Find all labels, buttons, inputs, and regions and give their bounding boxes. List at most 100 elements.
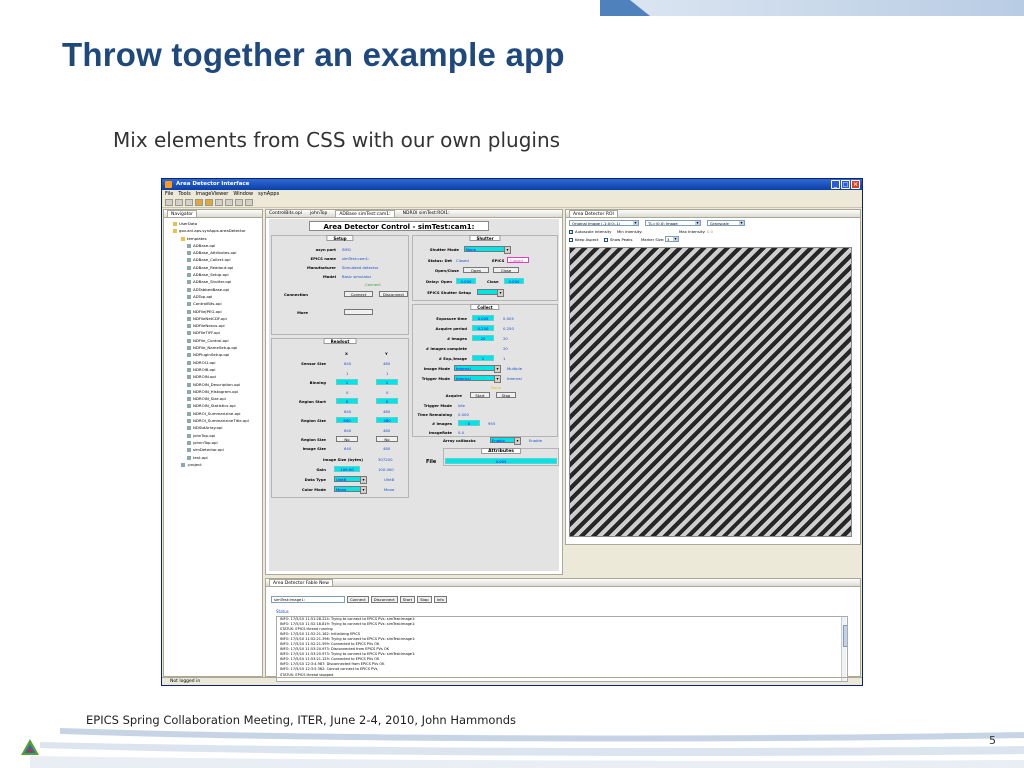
reverse-x-button[interactable]: No: [336, 436, 358, 442]
tree-item[interactable]: NDROIN_Size.opi: [167, 395, 259, 402]
num-images-input[interactable]: 20: [472, 335, 494, 341]
info-button[interactable]: Info: [433, 596, 447, 603]
menu-tools[interactable]: Tools: [178, 191, 191, 197]
tree-item[interactable]: NDROI1.opi: [167, 359, 259, 366]
tree-item[interactable]: ADBase_Attributes.opi: [167, 249, 259, 256]
tree-item[interactable]: test.opi: [167, 454, 259, 461]
toolbar-new-icon[interactable]: [165, 199, 173, 206]
tree-item[interactable]: NDFile_Control.opi: [167, 337, 259, 344]
tree-item[interactable]: templates: [167, 235, 259, 242]
more-menu-button[interactable]: [344, 309, 373, 315]
connect-button[interactable]: Connect: [347, 596, 369, 603]
color-map-select[interactable]: Grayscale: [707, 220, 745, 226]
tree-item[interactable]: NDPluginSetup.opi: [167, 351, 259, 358]
binning-x-input[interactable]: 1: [336, 379, 358, 385]
tree-item[interactable]: gov.anl.aps.synApps.areaDetector: [167, 227, 259, 234]
show-peaks-checkbox[interactable]: Show Peaks: [604, 237, 632, 242]
disconnect-button[interactable]: Disconnect: [379, 291, 408, 297]
exp-image-input[interactable]: 1: [472, 355, 494, 361]
keep-aspect-checkbox[interactable]: Keep Aspect: [569, 237, 599, 242]
acquire-start-button[interactable]: Start: [470, 392, 490, 398]
connect-button[interactable]: Connect: [344, 291, 373, 297]
tab-opi[interactable]: johnTop: [310, 211, 328, 216]
tree-item[interactable]: NDROIN_Description.opi: [167, 381, 259, 388]
maximize-icon[interactable]: □: [841, 180, 850, 189]
toolbar-save-icon[interactable]: [175, 199, 183, 206]
shutter-open-button[interactable]: Open: [463, 267, 489, 273]
tree-item[interactable]: ControlBits.opi: [167, 300, 259, 307]
toolbar-print-icon[interactable]: [185, 199, 193, 206]
tab-console[interactable]: Area Detector Fable New: [269, 579, 333, 586]
image-transform-select[interactable]: TL=(0,0) Image: [645, 220, 701, 226]
pv-prefix-input[interactable]: simTest:image1:: [271, 596, 345, 603]
tree-item[interactable]: NDFileTIFF.opi: [167, 329, 259, 336]
delay-close-input[interactable]: 0.000: [504, 278, 524, 284]
tree-item[interactable]: johnnTop.opi: [167, 439, 259, 446]
region-start-y-input[interactable]: 0: [376, 398, 398, 404]
max-intensity-value[interactable]: 0.0: [707, 229, 714, 234]
tree-item[interactable]: NDROIN_Histogram.opi: [167, 388, 259, 395]
acquire-period-input[interactable]: 0.250: [472, 325, 494, 331]
close-icon[interactable]: ×: [851, 180, 860, 189]
color-mode-select[interactable]: Mono: [334, 486, 367, 494]
tree-item[interactable]: ADTop.opi: [167, 293, 259, 300]
toolbar-run-icon[interactable]: [195, 199, 203, 206]
toolbar-forward-icon[interactable]: [225, 199, 233, 206]
toolbar-back-icon[interactable]: [215, 199, 223, 206]
delay-open-input[interactable]: 0.000: [456, 278, 476, 284]
tree-item[interactable]: NDROIN.opi: [167, 373, 259, 380]
tree-item[interactable]: NDFileNetCDF.opi: [167, 315, 259, 322]
image-source-select[interactable]: Original Image (-1:0:0:-1): [569, 220, 639, 226]
binning-y-input[interactable]: 1: [376, 379, 398, 385]
console-scrollbar[interactable]: [841, 617, 847, 681]
gain-input[interactable]: 100.00: [334, 466, 360, 472]
minimize-icon[interactable]: _: [831, 180, 840, 189]
tree-item[interactable]: NDROI8.opi: [167, 366, 259, 373]
region-start-x-input[interactable]: 0: [336, 398, 358, 404]
tree-item[interactable]: ADBase_Setup.opi: [167, 271, 259, 278]
tree-item[interactable]: NDROI_SummarizineTitle.opi: [167, 417, 259, 424]
start-button[interactable]: Start: [399, 596, 416, 603]
tree-item[interactable]: ADTabbedBase.opi: [167, 286, 259, 293]
tree-item[interactable]: NDFile_NameSetup.opi: [167, 344, 259, 351]
tree-item[interactable]: simDetector.opi: [167, 446, 259, 453]
stop-button[interactable]: Stop: [417, 596, 432, 603]
toolbar-zoom-icon[interactable]: [245, 199, 253, 206]
tree-item[interactable]: NDFileNexus.opi: [167, 322, 259, 329]
trigger-mode-select[interactable]: Internal: [454, 375, 501, 383]
tab-opi[interactable]: ADBase simTest:cam1:: [335, 210, 395, 217]
tab-area-detector-roi[interactable]: Area Detector ROI: [569, 210, 618, 217]
tree-item[interactable]: ADBase_Collect.opi: [167, 256, 259, 263]
shutter-mode-select[interactable]: None: [464, 246, 511, 254]
tree-item[interactable]: NDFileJPEG.opi: [167, 308, 259, 315]
menu-synapps[interactable]: synApps: [258, 191, 280, 197]
region-size-x-input[interactable]: 640: [336, 417, 358, 423]
tree-item[interactable]: NDROI_Summarizine.opi: [167, 410, 259, 417]
tab-opi[interactable]: NDROI simTest:ROI1:: [402, 211, 450, 216]
image-mode-select[interactable]: Internal: [454, 365, 501, 373]
region-size-y-input[interactable]: 480: [376, 417, 398, 423]
menu-window[interactable]: Window: [233, 191, 254, 197]
data-type-select[interactable]: UInt8: [334, 476, 367, 484]
autoscale-checkbox[interactable]: Autoscale Intensity: [569, 229, 611, 234]
exposure-input[interactable]: 0.005: [472, 315, 494, 321]
array-callbacks-select[interactable]: Enable: [490, 437, 521, 445]
tab-opi[interactable]: ControlBits.opi: [269, 211, 303, 216]
toolbar-refresh-icon[interactable]: [235, 199, 243, 206]
image-counter-input[interactable]: 0: [458, 420, 480, 426]
toolbar-edit-icon[interactable]: [205, 199, 213, 206]
detector-image[interactable]: [569, 247, 852, 537]
tree-item[interactable]: johnTop.opi: [167, 432, 259, 439]
reverse-y-button[interactable]: No: [376, 436, 398, 442]
tab-navigator[interactable]: Navigator: [167, 210, 198, 217]
epics-shutter-setup-menu[interactable]: [477, 289, 504, 297]
tree-item[interactable]: UserData: [167, 220, 259, 227]
tree-item[interactable]: .project: [167, 461, 259, 468]
menu-file[interactable]: File: [165, 191, 174, 197]
tree-item[interactable]: ADBase.opi: [167, 242, 259, 249]
tree-item[interactable]: ADBase_Shutter.opi: [167, 278, 259, 285]
tree-item[interactable]: NDStdArray.opi: [167, 424, 259, 431]
window-titlebar[interactable]: Area Detector Interface _ □ ×: [162, 179, 862, 190]
menu-imageviewer[interactable]: ImageViewer: [195, 191, 229, 197]
acquire-stop-button[interactable]: Stop: [496, 392, 516, 398]
